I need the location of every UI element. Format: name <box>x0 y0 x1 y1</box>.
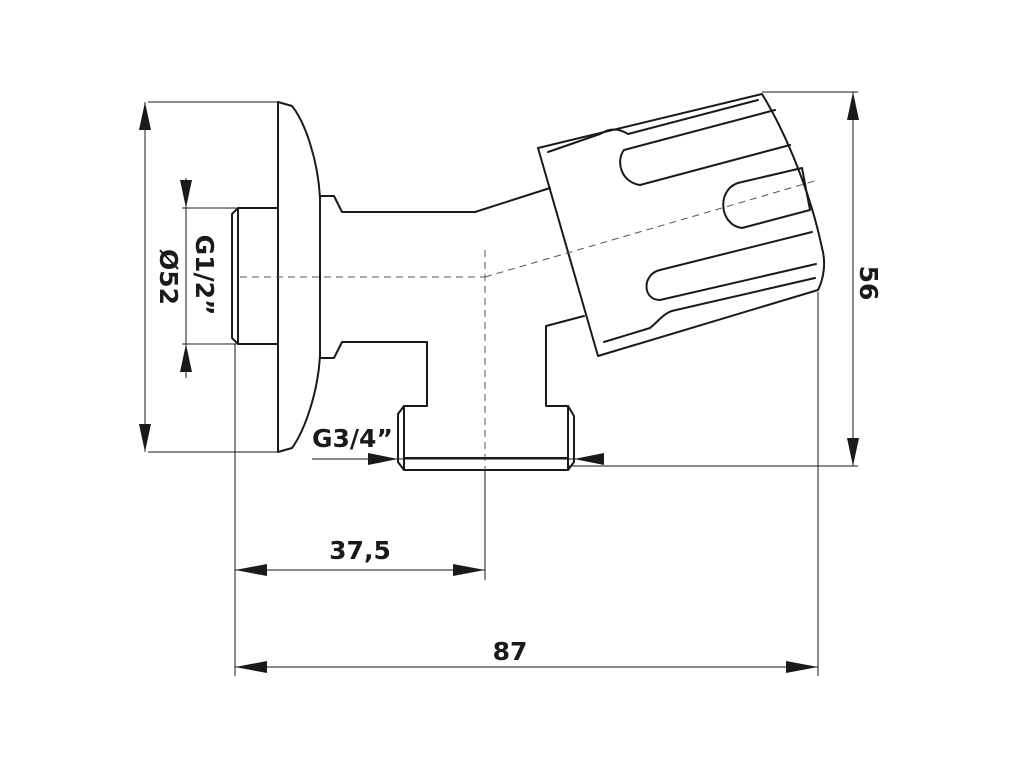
label-offset-37-5: 37,5 <box>329 536 391 565</box>
body-upper <box>319 187 551 213</box>
dim-length-87 <box>235 661 818 673</box>
center-lines <box>240 179 819 470</box>
dim-offset-37-5 <box>235 564 485 576</box>
grip-slot-bottom <box>645 231 817 301</box>
label-height-56: 56 <box>854 266 883 301</box>
dim-height-56 <box>847 92 859 466</box>
handle-knob <box>537 93 826 357</box>
label-diameter-52: Ø52 <box>154 249 183 305</box>
wall-flange <box>277 101 321 453</box>
dim-g34 <box>312 453 604 465</box>
valve-body <box>231 93 826 471</box>
inlet-thread <box>231 207 279 345</box>
grip-slot-top <box>619 109 791 186</box>
handle-bottom-rim <box>603 277 816 343</box>
dim-g12 <box>180 178 192 378</box>
dim-diameter-52 <box>139 102 151 452</box>
body-lower <box>319 315 585 471</box>
handle-top-rim <box>547 99 759 153</box>
label-g34: G3/4” <box>312 424 393 453</box>
extension-lines <box>148 91 858 676</box>
label-length-87: 87 <box>493 637 528 666</box>
grip-slot-middle <box>722 167 811 229</box>
handle-axis <box>484 179 819 278</box>
label-g12: G1/2” <box>190 235 219 316</box>
